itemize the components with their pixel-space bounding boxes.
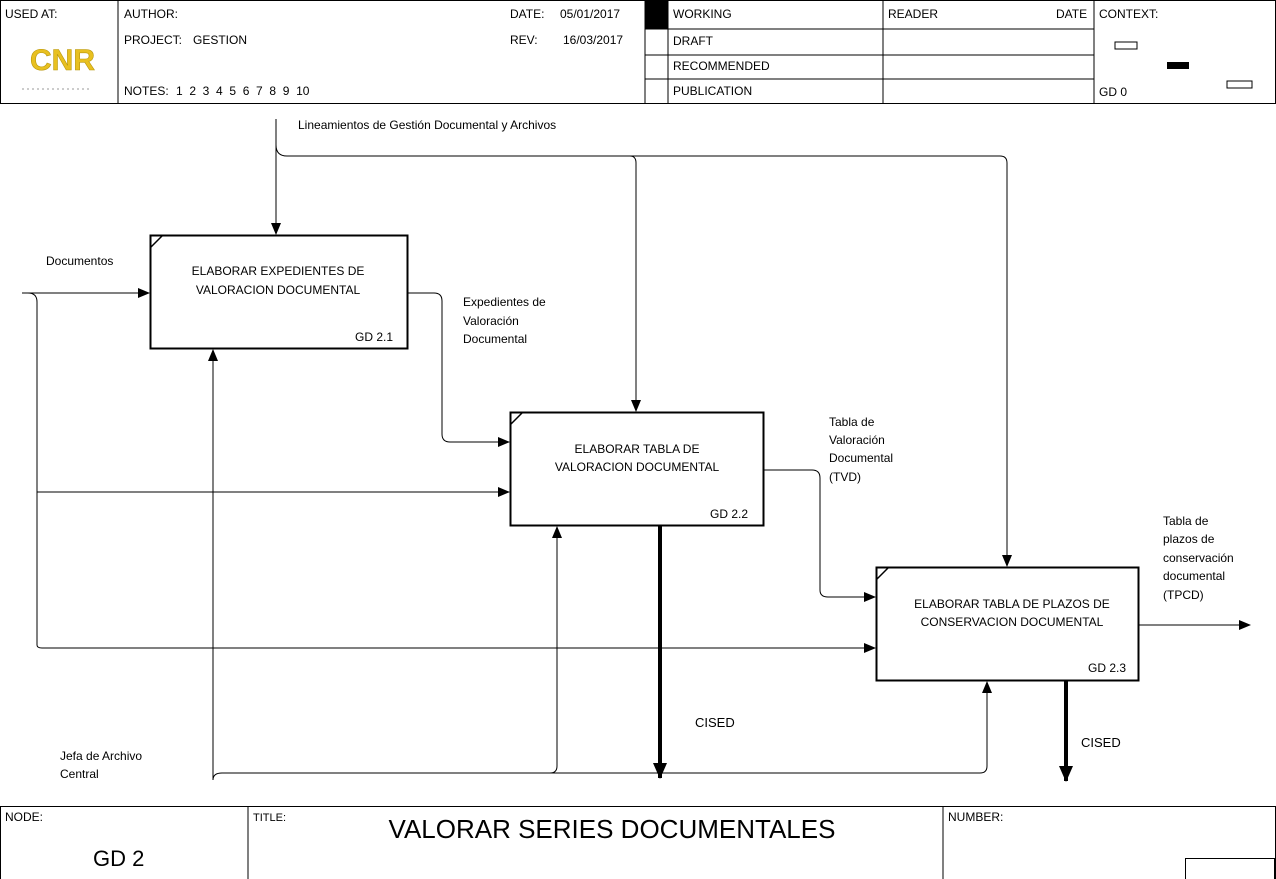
notes-label: NOTES: [124, 84, 169, 98]
activity-title-line: CONSERVACION DOCUMENTAL [921, 615, 1104, 629]
reader-date-label: DATE [1056, 7, 1087, 21]
output2-label-line: (TVD) [829, 470, 861, 484]
output2-label-line: Documental [829, 451, 893, 465]
activity-box-gd21: ELABORAR EXPEDIENTES DE VALORACION DOCUM… [149, 234, 409, 350]
output3-label-line: Tabla de [1163, 514, 1209, 528]
input-arrows [22, 288, 876, 653]
notes-value: 1 2 3 4 5 6 7 8 9 10 [176, 84, 310, 98]
diagram-title: VALORAR SERIES DOCUMENTALES [389, 814, 836, 844]
mechanism-label-line: Central [60, 767, 99, 781]
output3-label-line: plazos de [1163, 532, 1215, 546]
output3-label-line: documental [1163, 569, 1225, 583]
status-draft: DRAFT [673, 34, 714, 48]
status-publication: PUBLICATION [673, 84, 752, 98]
status-working: WORKING [673, 7, 732, 21]
output3-label-line: (TPCD) [1163, 588, 1204, 602]
output2-label-line: Tabla de [829, 415, 875, 429]
activity-box-gd22: ELABORAR TABLA DE VALORACION DOCUMENTAL … [509, 411, 765, 527]
date-label: DATE: [510, 7, 544, 21]
activity-id: GD 2.3 [1088, 661, 1126, 675]
input-label: Documentos [46, 254, 113, 268]
date-value: 05/01/2017 [560, 7, 620, 21]
call-label-2: CISED [1081, 735, 1121, 750]
used-at-label: USED AT: [5, 7, 57, 21]
context-node: GD 0 [1099, 85, 1127, 99]
activity-title-line: VALORACION DOCUMENTAL [196, 283, 361, 297]
output2-label-line: Valoración [829, 433, 885, 447]
output3-label-line: conservación [1163, 551, 1234, 565]
node-value: GD 2 [93, 846, 144, 871]
rev-label: REV: [510, 33, 538, 47]
logo-text: CNR [30, 44, 95, 77]
reader-label: READER [888, 7, 938, 21]
activity-title-line: ELABORAR EXPEDIENTES DE [192, 264, 365, 278]
number-label: NUMBER: [948, 810, 1003, 824]
output1-label-line: Documental [463, 332, 527, 346]
working-status-marker [645, 1, 668, 29]
activity-box-gd23: ELABORAR TABLA DE PLAZOS DE CONSERVACION… [875, 566, 1140, 682]
activity-id: GD 2.2 [710, 507, 748, 521]
context-label: CONTEXT: [1099, 7, 1158, 21]
context-thumbnail [1114, 41, 1253, 89]
status-recommended: RECOMMENDED [673, 59, 770, 73]
activity-title-line: ELABORAR TABLA DE [575, 442, 700, 456]
cnr-logo: CNR [22, 44, 96, 90]
mechanism-arrows [208, 349, 992, 781]
output1-label-line: Expedientes de [463, 295, 546, 309]
author-label: AUTHOR: [124, 7, 178, 21]
call-label-1: CISED [695, 715, 735, 730]
node-label: NODE: [5, 810, 43, 824]
control-label: Lineamientos de Gestión Documental y Arc… [298, 118, 556, 132]
output-arrows [408, 292, 1251, 630]
rev-value: 16/03/2017 [563, 33, 623, 47]
project-value: GESTION [193, 33, 247, 47]
mechanism-label-line: Jefa de Archivo [60, 749, 142, 763]
project-label: PROJECT: [124, 33, 182, 47]
activity-title-line: ELABORAR TABLA DE PLAZOS DE [914, 597, 1110, 611]
control-arrows [271, 119, 1012, 567]
title-label: TITLE: [253, 812, 286, 824]
call-arrows [653, 526, 1073, 782]
activity-title-line: VALORACION DOCUMENTAL [555, 460, 720, 474]
activity-id: GD 2.1 [355, 330, 393, 344]
output1-label-line: Valoración [463, 314, 519, 328]
